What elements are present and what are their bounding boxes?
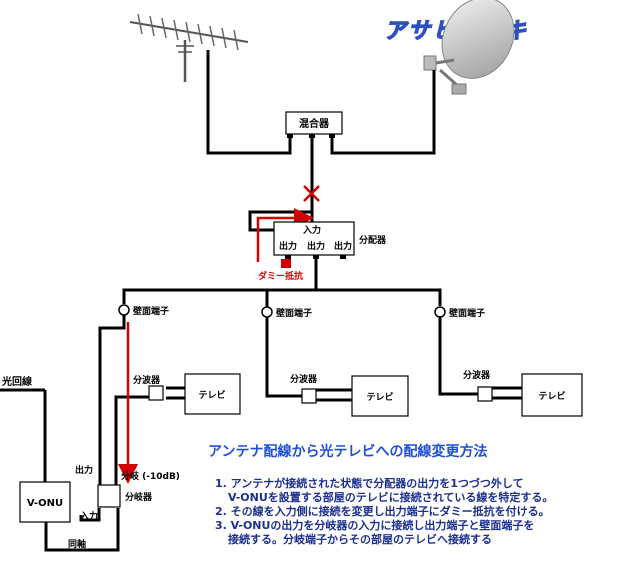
wall-outlet-1-label: 壁面端子: [133, 305, 169, 317]
splitter-box: [273, 221, 355, 256]
branch-port-label: 分岐 (-10dB): [121, 470, 180, 482]
step1-line1: 1. アンテナが接続された状態で分配器の出力を1つづつ外して: [215, 476, 524, 490]
satellite-dish-icon: [423, 0, 515, 95]
onu-output-label: 出力: [75, 464, 93, 476]
step2: 2. その線を入力側に接続を変更し出力端子にダミー抵抗を付ける。: [215, 504, 550, 518]
fiber-line-label: 光回線: [1, 375, 32, 388]
step3-line1: 3. V-ONUの出力を分岐器の入力に接続し出力端子と壁面端子を: [215, 518, 534, 532]
step3-line2: 接続する。分岐端子からその部屋のテレビへ接続する: [228, 532, 492, 546]
coax-label: 同軸: [68, 538, 86, 550]
instructions-title: アンテナ配線から光テレビへの配線変更方法: [208, 443, 487, 460]
splitter-out3-label: 出力: [334, 240, 352, 252]
splitter-out2-label: 出力: [307, 240, 325, 252]
diplexer-3: [477, 386, 493, 402]
diplexer-3-label: 分波器: [463, 369, 491, 381]
diplexer-1-label: 分波器: [133, 374, 161, 386]
diplexer-1: [148, 385, 164, 401]
wall-outlet-2: [261, 306, 273, 318]
tv-3-label: テレビ: [538, 390, 565, 402]
cut-x-icon: [303, 185, 320, 202]
diplexer-2-label: 分波器: [290, 373, 318, 385]
room3-wires: [438, 317, 522, 400]
wall-outlet-3-label: 壁面端子: [449, 307, 485, 319]
room2-wires: [265, 317, 352, 402]
branch-input-label: 入力: [79, 510, 98, 522]
splitter-label: 分配器: [359, 234, 387, 246]
splitter-input-label: 入力: [302, 224, 321, 236]
dummy-resistor-icon: [281, 259, 291, 268]
antenna-wires: [206, 50, 436, 155]
mixer-label: 混合器: [299, 117, 330, 130]
splitter-out1-label: 出力: [279, 240, 297, 252]
distribution-wires: [122, 259, 442, 307]
dummy-resistor-label: ダミー抵抗: [258, 270, 303, 282]
tv-2: [351, 375, 409, 417]
tv-1: [184, 373, 241, 415]
step1-line2: V-ONUを設置する部屋のテレビに接続されている線を特定する。: [228, 490, 553, 504]
wall-outlet-2-label: 壁面端子: [276, 307, 312, 319]
tv-2-label: テレビ: [366, 391, 393, 403]
wall-outlet-1: [118, 304, 130, 316]
branch-label: 分岐器: [125, 491, 153, 503]
wall-outlet-3: [434, 306, 446, 318]
uhf-antenna-icon: [129, 13, 249, 82]
v-onu-box: [19, 481, 71, 523]
tv-1-label: テレビ: [198, 389, 225, 401]
tv-3: [521, 373, 583, 417]
branch-box: [97, 484, 121, 508]
diplexer-2: [301, 388, 317, 404]
red-arrow-to-input: [256, 208, 314, 262]
v-onu-label: V-ONU: [27, 498, 63, 509]
